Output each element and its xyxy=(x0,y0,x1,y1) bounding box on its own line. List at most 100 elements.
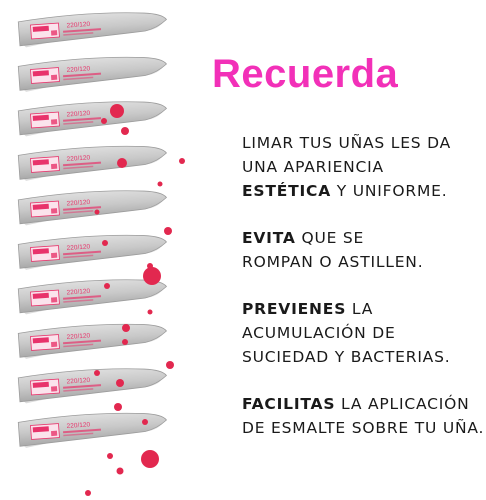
tip-line: DE ESMALTE SOBRE TU UÑA. xyxy=(242,416,484,440)
file-logo-mark xyxy=(32,248,49,255)
tip-keyword: PREVIENES xyxy=(242,300,347,318)
decorative-dot xyxy=(121,127,129,135)
file-print-line xyxy=(63,32,94,36)
nail-files-illustration: 220/120 220/120 220/120 220/120 220/120 220/1… xyxy=(17,12,185,496)
file-grit-label: 220/120 xyxy=(66,65,90,74)
tip-text: LA xyxy=(346,300,374,318)
file-shadow xyxy=(21,106,165,137)
file-logo-mark xyxy=(50,341,58,348)
file-logo-mark xyxy=(50,30,58,36)
file-logo-mark xyxy=(32,292,49,299)
tip-text: QUE SE xyxy=(295,229,365,247)
tip-line: ESTÉTICA Y UNIFORME. xyxy=(242,179,451,203)
nail-file: 220/120 xyxy=(17,145,168,181)
decorative-dot xyxy=(114,403,122,411)
tip-line: EVITA QUE SE xyxy=(242,226,423,250)
decorative-dot xyxy=(102,240,108,246)
file-shadow xyxy=(21,195,165,226)
decorative-dot xyxy=(157,181,163,187)
file-logo-mark xyxy=(50,119,58,125)
file-shadow xyxy=(21,418,165,448)
file-shadow xyxy=(21,17,165,48)
file-grit-label: 220/120 xyxy=(66,288,90,297)
tip-4: FACILITAS LA APLICACIÓN DE ESMALTE SOBRE … xyxy=(242,392,484,440)
file-logo-mark xyxy=(32,70,49,77)
file-print-line xyxy=(63,388,94,392)
tip-text: UNA APARIENCIA xyxy=(242,158,384,176)
file-grit-label: 220/120 xyxy=(66,377,90,386)
file-logo-mark xyxy=(50,252,58,259)
decorative-dot xyxy=(104,283,110,289)
nail-file: 220/120 xyxy=(17,412,168,448)
file-grit-label: 220/120 xyxy=(66,110,90,119)
file-shadow xyxy=(21,284,165,315)
tip-line: ROMPAN O ASTILLEN. xyxy=(242,250,423,274)
file-print-line xyxy=(63,254,94,259)
file-shadow xyxy=(21,373,165,404)
decorative-dot xyxy=(94,209,100,215)
file-logo-mark xyxy=(50,297,58,303)
file-print-line xyxy=(63,428,102,434)
tip-text: DE ESMALTE SOBRE TU UÑA. xyxy=(242,419,485,437)
tip-text: LA APLICACIÓN xyxy=(335,395,470,413)
file-logo-mark xyxy=(32,159,49,166)
decorative-dot xyxy=(122,324,130,332)
tip-text: Y UNIFORME. xyxy=(331,182,448,200)
file-print-line xyxy=(63,206,102,211)
file-print-line xyxy=(63,299,94,303)
file-grit-label: 220/120 xyxy=(66,421,90,430)
file-print-line xyxy=(63,161,102,167)
nail-file: 220/120 xyxy=(17,56,168,92)
file-shadow xyxy=(21,62,165,92)
file-grit-label: 220/120 xyxy=(66,199,90,208)
decorative-dot xyxy=(179,158,185,164)
file-grit-label: 220/120 xyxy=(66,154,90,163)
tip-keyword: ESTÉTICA xyxy=(242,182,332,200)
file-print-line xyxy=(63,250,102,256)
decorative-dot xyxy=(107,453,113,459)
tip-2: EVITA QUE SE ROMPAN O ASTILLEN. xyxy=(242,226,423,274)
file-print-line xyxy=(63,295,102,300)
file-shadow xyxy=(21,151,165,181)
decorative-dot xyxy=(116,379,124,387)
file-print-line xyxy=(63,121,94,125)
file-logo-mark xyxy=(50,208,58,214)
decorative-dot xyxy=(122,339,128,345)
file-shadow xyxy=(21,329,165,359)
file-logo-mark xyxy=(50,386,58,392)
decorative-dot xyxy=(116,467,124,475)
page-title: Recuerda xyxy=(212,52,399,96)
decorative-dot xyxy=(164,227,172,235)
file-print-line xyxy=(63,384,102,389)
tip-text: ROMPAN O ASTILLEN. xyxy=(242,253,424,271)
decorative-dot xyxy=(141,450,159,468)
file-logo-mark xyxy=(32,114,49,121)
file-print-line xyxy=(63,339,102,345)
decorative-dot xyxy=(110,104,124,118)
file-print-line xyxy=(63,76,94,81)
file-grit-label: 220/120 xyxy=(66,332,90,341)
decorative-dot xyxy=(143,267,161,285)
decorative-dot xyxy=(166,361,174,369)
file-print-line xyxy=(63,28,102,33)
decorative-dot xyxy=(142,419,148,425)
decorative-dot xyxy=(147,309,153,315)
decorative-dot xyxy=(117,158,127,168)
tip-line: PREVIENES LA xyxy=(242,297,450,321)
file-grit-label: 220/120 xyxy=(66,21,90,30)
file-grit-label: 220/120 xyxy=(66,243,90,252)
file-print-line xyxy=(63,72,102,78)
file-logo-mark xyxy=(50,430,58,437)
tip-text: LIMAR TUS UÑAS LES DA xyxy=(242,134,452,152)
file-logo-mark xyxy=(32,381,49,388)
file-logo-mark xyxy=(32,337,49,344)
tip-keyword: EVITA xyxy=(242,229,296,247)
file-print-line xyxy=(63,117,102,122)
file-logo-mark xyxy=(32,25,49,32)
file-logo-mark xyxy=(32,426,49,433)
file-logo-mark xyxy=(32,203,49,210)
file-shadow xyxy=(21,240,165,270)
file-print-line xyxy=(63,343,94,348)
tip-line: FACILITAS LA APLICACIÓN xyxy=(242,392,484,416)
